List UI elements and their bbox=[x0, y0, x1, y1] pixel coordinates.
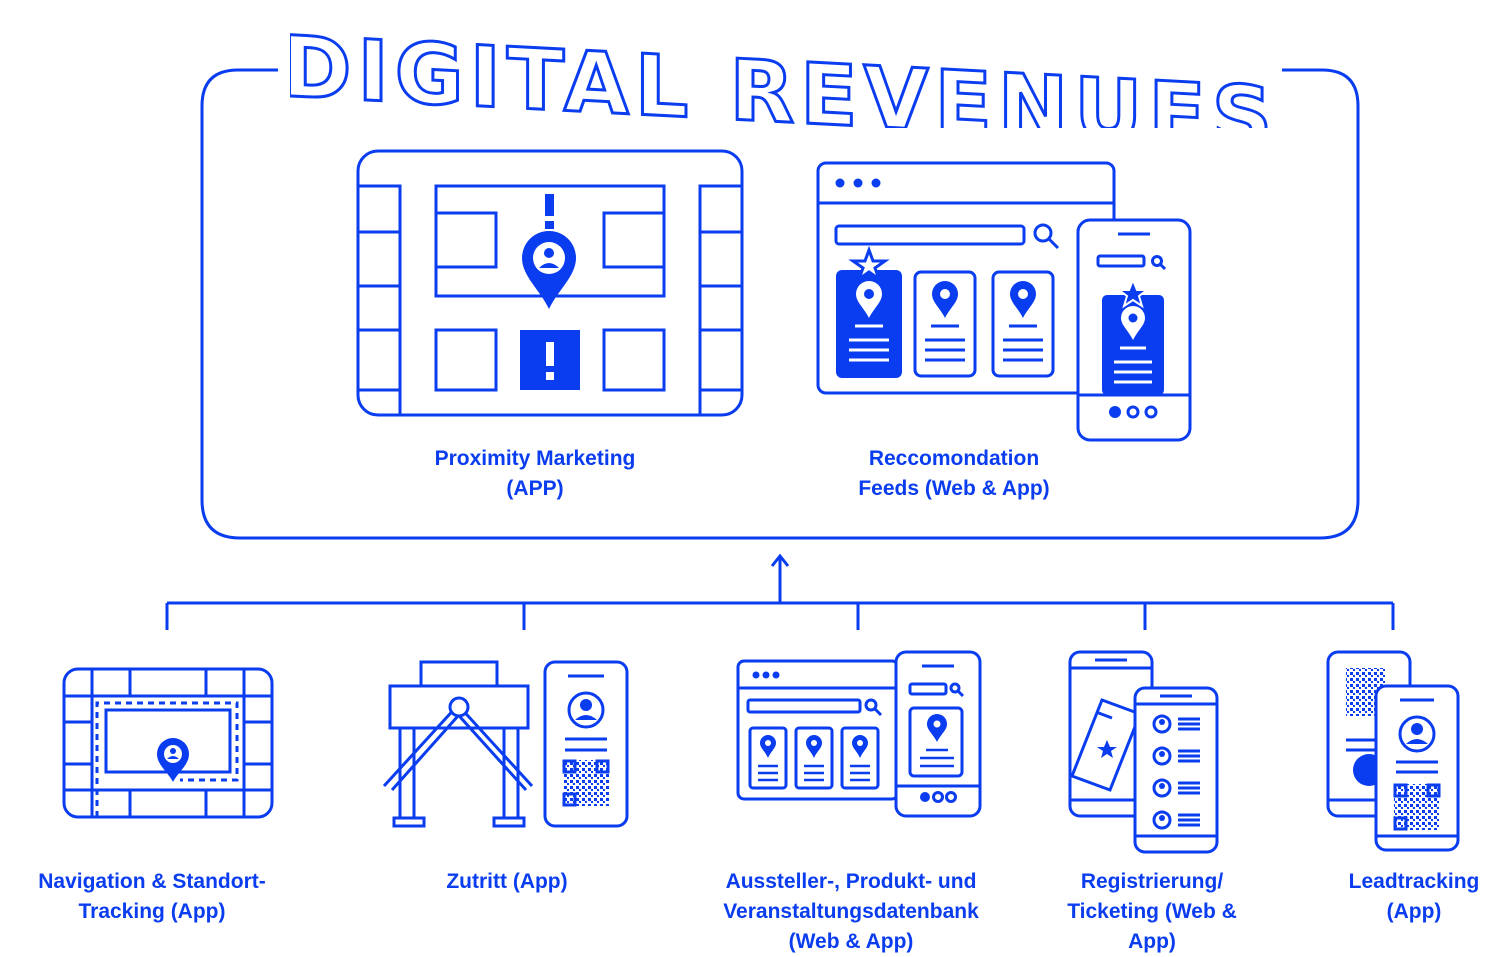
connector-tree bbox=[165, 553, 1395, 630]
browser-phone-feed-icon bbox=[816, 161, 1192, 442]
label-ticketing: Registrierung/ Ticketing (Web & App) bbox=[1067, 870, 1237, 953]
alert-mark bbox=[545, 194, 554, 216]
label-recommendation-feeds: Reccomondation Feeds (Web & App) bbox=[858, 447, 1050, 500]
title-text: DIGITAL REVENUES bbox=[290, 18, 1270, 128]
lead-scan-phones-icon bbox=[1326, 650, 1460, 852]
page-title: DIGITAL REVENUES bbox=[290, 16, 1270, 128]
top-frame bbox=[200, 68, 1360, 540]
label-leadtracking: Leadtracking (App) bbox=[1348, 870, 1480, 923]
qr-code-icon bbox=[563, 760, 609, 806]
location-pin-icon bbox=[522, 231, 576, 309]
map-pin-alert-icon bbox=[356, 149, 744, 417]
label-navigation: Navigation & Standort- Tracking (App) bbox=[38, 870, 266, 923]
database-browser-icon bbox=[736, 650, 982, 818]
label-zutritt: Zutritt (App) bbox=[446, 870, 568, 893]
label-database: Aussteller-, Produkt- und Veranstaltungs… bbox=[723, 870, 979, 953]
navigation-map-icon bbox=[62, 667, 274, 819]
label-proximity-marketing: Proximity Marketing (APP) bbox=[434, 447, 636, 500]
